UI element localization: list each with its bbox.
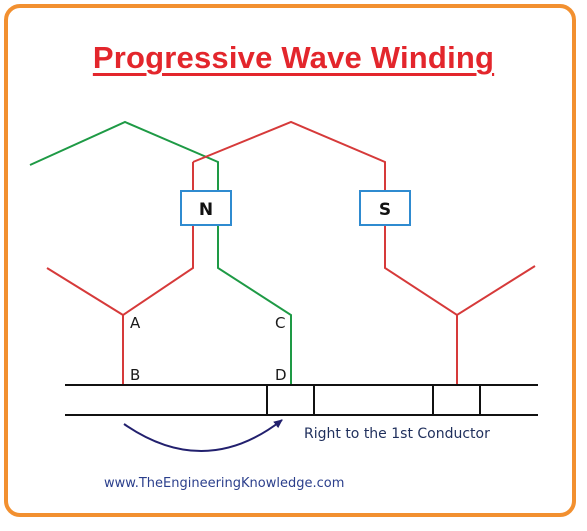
- point-label-d: D: [275, 366, 287, 384]
- south-pole-box: [359, 190, 411, 226]
- point-label-c: C: [275, 314, 285, 332]
- annotation-text: Right to the 1st Conductor: [304, 426, 490, 442]
- green-winding: [29, 120, 292, 385]
- point-label-a: A: [130, 314, 141, 332]
- point-label-b: B: [130, 366, 140, 384]
- south-pole-label: S: [379, 200, 391, 220]
- diagram-title: Progressive Wave Winding: [92, 40, 495, 75]
- north-pole-label: N: [199, 200, 213, 220]
- progression-arrow: [123, 419, 283, 452]
- red-winding-left-branch: [46, 267, 124, 316]
- footer-website: www.TheEngineeringKnowledge.com: [104, 476, 344, 491]
- north-pole-box: [180, 190, 232, 226]
- rounded-frame-border: [4, 4, 576, 517]
